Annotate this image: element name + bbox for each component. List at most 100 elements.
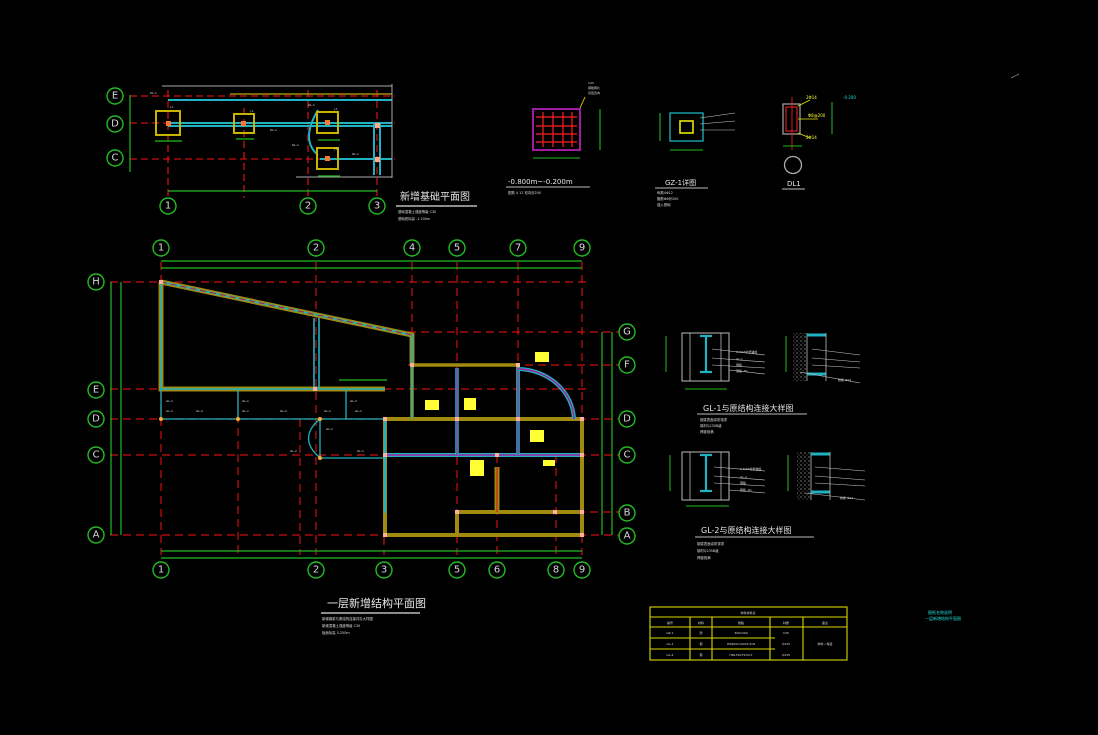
first-floor-plan-title: 一层新增结构平面图 [327,596,426,610]
footing-label: J-1 [333,147,338,151]
callout-text: 2-M16化学锚栓 [736,349,757,354]
beam-dl1-detail: 2Φ14 Φ8@200 2Φ14 -0.200 DL1 [782,95,856,190]
detail-note: 焊缝饱满 [697,555,711,560]
table-header: 材料 [698,620,704,625]
elevation-mark: -0.200 [843,95,856,100]
callout-text: GL-1 [736,357,743,361]
axis-label: G [623,327,631,338]
stray-mark [1010,73,1020,79]
axis-label: 2 [313,243,319,254]
callout-text: 钢筋网片 [588,85,600,90]
beam-label: DL-1 [292,143,299,147]
axis-label: E [93,385,99,396]
callout-text: 钢板 -8x [736,368,748,373]
callout-text: 2-M16化学锚栓 [740,466,761,471]
column-note: 锚入基础 [657,202,671,207]
beam-label: DL-1 [150,91,157,95]
detail-note: 钢材Q235B级 [700,423,722,428]
callout-text: 双层双向 [588,90,600,95]
axis-label: 2 [313,565,319,576]
plan-note: 板面标高 3.250m [322,630,350,635]
table-cell: HN200x100x5.5x8 [727,642,755,646]
axis-label: D [92,414,100,425]
table-header: 编号 [667,620,673,625]
column-detail: GZ-1详图 纵筋4Φ12 箍筋Φ6@200 锚入基础 [655,112,736,207]
axis-label: 7 [515,243,521,254]
foundation-plan-title: 新增基础平面图 [400,190,470,203]
callout-text: Φ8@200 [808,113,826,118]
axis-label: D [111,119,119,130]
beam-label: GL-1 [242,399,249,403]
axis-label: A [624,531,631,542]
table-header: 规格 [738,620,744,625]
detail-note: 焊缝饱满 [700,429,714,434]
table-header: 备注 [822,620,828,625]
beam-label: GL-2 [196,409,203,413]
axis-label: E [112,91,118,102]
detail-note: 钢材Q235B级 [697,548,719,553]
detail-note: 钢梁表面涂防锈漆 [697,541,725,546]
beam-label: DL-1 [270,128,277,132]
beam-label: GL-2 [290,449,297,453]
table-cell: 钢 [699,652,702,657]
footing-label: J-1 [333,107,338,111]
table-cell: 300x300 [734,631,747,635]
first-floor-plan: 1 2 4 5 7 9 1 2 3 5 6 8 9 H E D C A G F … [87,239,636,635]
section-mesh-detail: C25 钢筋网片 双层双向 -0.800m~-0.200m 配筋 4 12 双向… [506,81,601,195]
axis-label: C [112,153,119,164]
beam-detail-title: DL1 [787,180,801,188]
gl2-detail-title: GL-2与原结构连接大样图 [701,525,792,535]
beam-label: GL-2 [350,399,357,403]
axis-label: D [623,414,631,425]
axis-label: C [624,450,631,461]
beam-label: GL-1 [242,409,249,413]
axis-label: 3 [381,565,387,576]
callout-text: 2Φ14 [806,135,817,140]
section-title: -0.800m~-0.200m [508,178,573,186]
table-cell: GL-2 [667,653,674,657]
table-cell: Q235 [782,653,790,657]
gl2-connection-detail: 2-M16化学锚栓 GL-2 钢板 钢板 -8x 植筋 Φ14 GL-2与原结构… [669,451,866,560]
column-note: 纵筋4Φ12 [657,190,673,195]
beam-label: GL-1 [355,409,362,413]
gl1-connection-detail: 2-M16化学锚栓 GL-1 钢板 钢板 -8x 植筋 Φ14 GL-1与原结构… [665,332,861,434]
callout-text: C25 [588,81,594,85]
axis-label: 3 [374,201,380,212]
table-cell: 构件 / 焊接 [818,641,833,646]
beam-label: GL-2 [280,409,287,413]
axis-label: F [624,360,630,371]
schedule-table: 构件材料表 编号 材料 规格 材质 备注 GZ-1 砼 300x300 C25 … [649,606,848,661]
axis-label: 1 [165,201,171,212]
footing-label: J-1 [249,109,254,113]
axis-label: 5 [454,243,460,254]
callout-text: 植筋 Φ14 [838,377,851,382]
foundation-plan: E D C 1 2 3 J-1 J-1 J-1 J-1 DL-1 DL-1 DL… [106,84,477,221]
callout-text: 钢板 -8x [740,487,752,492]
foundation-note: 基础混凝土强度等级 C30 [398,209,436,214]
table-cell: 砼 [699,630,702,635]
axis-label: 1 [158,565,164,576]
foundation-note: 基础底标高 -1.200m [398,216,431,221]
beam-label: DL-1 [308,103,315,107]
axis-label: B [624,508,631,519]
section-note: 配筋 4 12 双向@200 [508,190,541,195]
callout-text: 钢板 [736,362,742,367]
table-cell: C25 [783,631,789,635]
table-cell: HN150x75x5x7 [729,653,752,657]
side-note-line: 一层新增结构平面图 [925,615,961,621]
detail-note: 钢梁表面涂防锈漆 [700,417,728,422]
beam-label: DL-1 [352,152,359,156]
axis-label: A [93,530,100,541]
table-title: 构件材料表 [740,610,755,615]
axis-label: 1 [158,243,164,254]
beam-label: GL-1 [357,449,364,453]
axis-label: 8 [553,565,559,576]
callout-text: 植筋 Φ14 [840,495,853,500]
beam-label: GL-1 [166,409,173,413]
side-note-line: 图纸名称说明 [928,609,952,615]
callout-text: 2Φ14 [806,95,817,100]
callout-text: 钢板 [740,480,746,485]
axis-label: 9 [579,243,585,254]
axis-label: 9 [579,565,585,576]
